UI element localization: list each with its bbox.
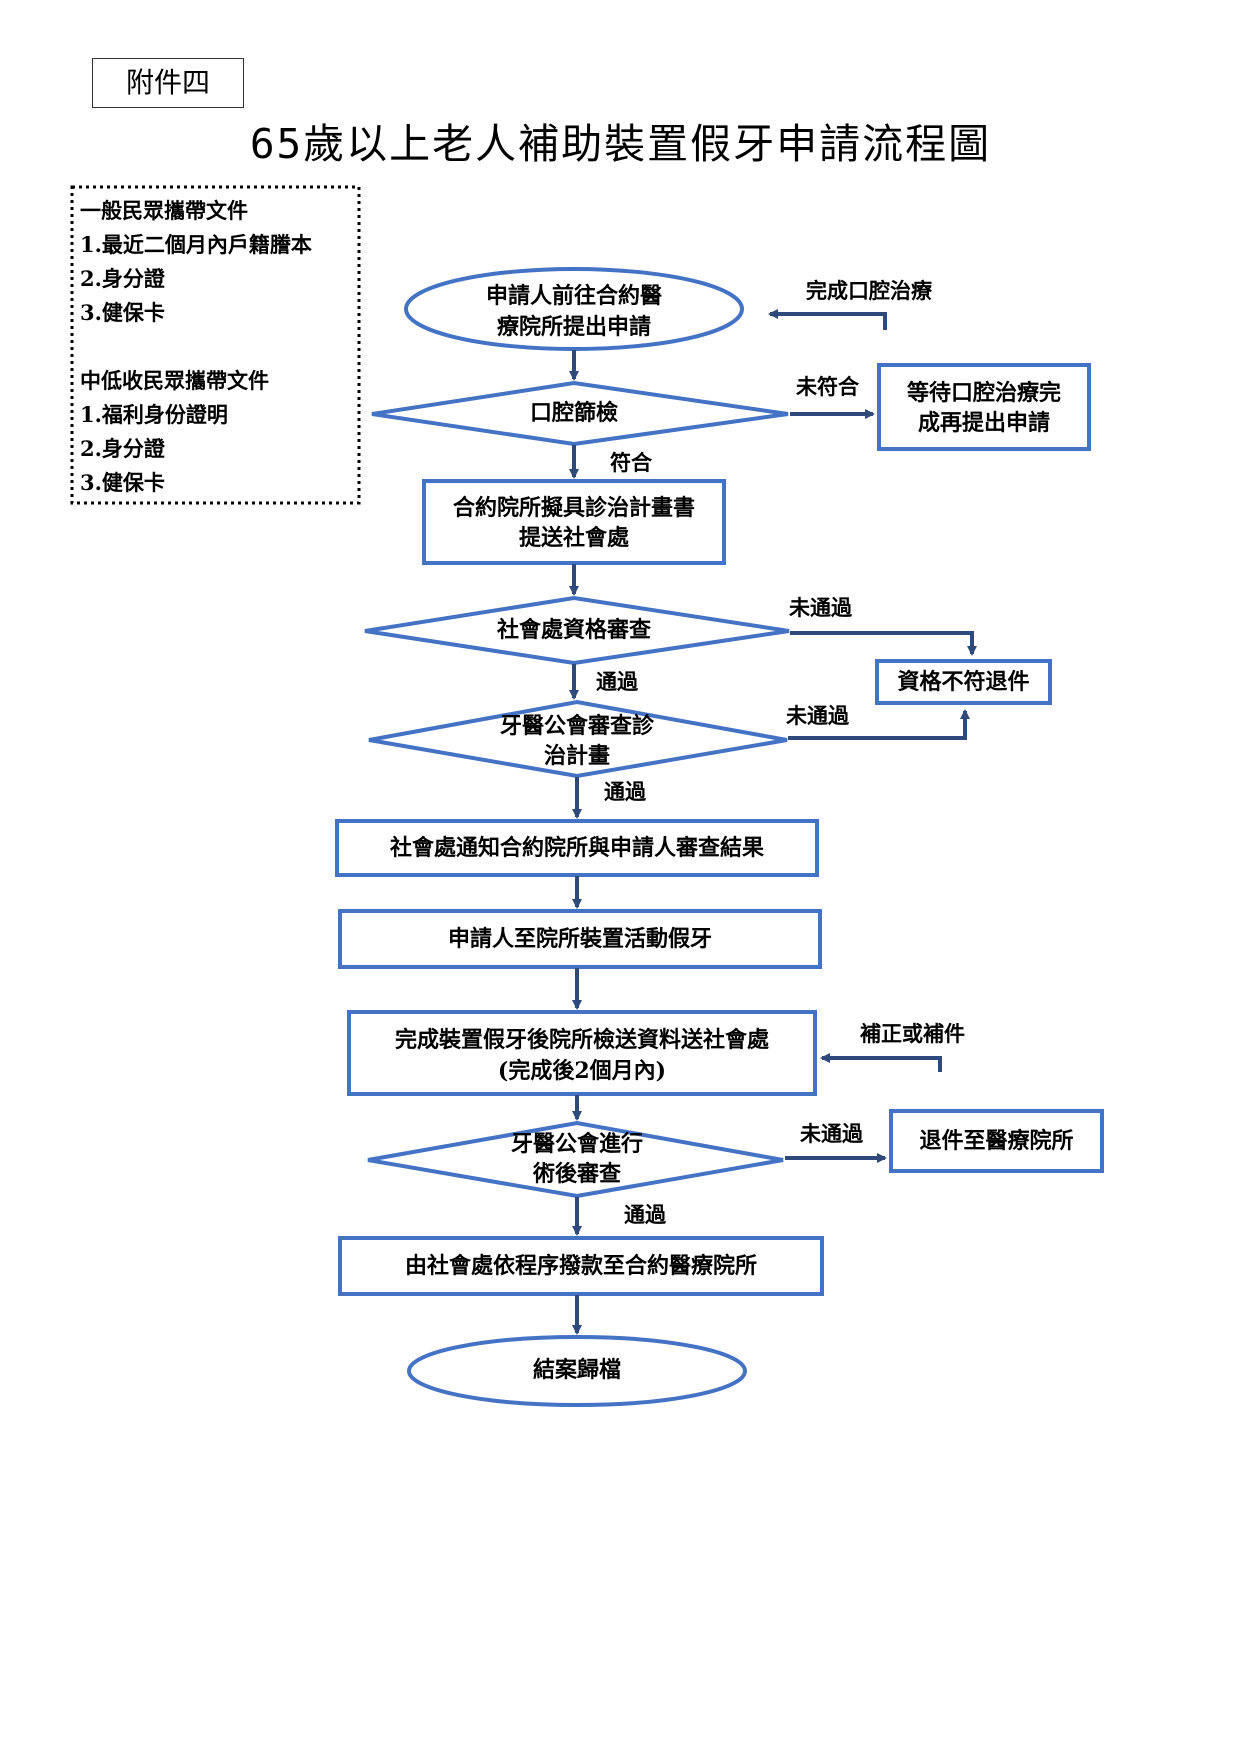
dental-assoc-review-diamond [368,699,788,779]
qualification-fail-label: 未通過 [789,595,852,620]
disburse-box [338,1236,824,1296]
general-doc-item: 3.健保卡 [80,300,165,325]
lowincome-doc-item: 1.福利身份證明 [80,402,228,427]
arrow-assoc-fail [788,709,970,740]
submit-docs-box [347,1010,817,1096]
postreview-pass-label: 通過 [624,1202,666,1227]
lowincome-doc-item: 3.健保卡 [80,470,165,495]
assoc-fail-label: 未通過 [786,703,849,728]
postreview-fail-label: 未通過 [800,1121,863,1146]
page-title: 65歲以上老人補助裝置假牙申請流程圖 [249,120,992,168]
start-node-shape [404,267,744,351]
lowincome-doc-item: 2.身分證 [80,436,165,461]
qualification-review-text: 社會處資格審查 [496,617,651,643]
wait-treatment-line2: 成再提出申請 [917,410,1050,436]
general-doc-item: 1.最近二個月內戶籍謄本 [80,232,312,257]
dental-assoc-review-line2: 治計畫 [543,743,610,769]
start-node-line2: 療院所提出申請 [496,314,651,340]
meet-label: 符合 [610,450,652,475]
disburse-text: 由社會處依程序撥款至合約醫療院所 [404,1253,757,1279]
notify-result-text: 社會處通知合約院所與申請人審查結果 [389,835,764,861]
qualification-pass-label: 通過 [596,669,638,694]
general-doc-item: 2.身分證 [80,266,165,291]
wait-treatment-line1: 等待口腔治療完 [906,380,1061,406]
treatment-plan-line2: 提送社會處 [518,525,629,551]
install-denture-text: 申請人至院所裝置活動假牙 [447,926,712,952]
disqualified-text: 資格不符退件 [897,669,1030,695]
start-node-line1: 申請人前往合約醫 [485,283,662,309]
disqualified-box [875,659,1052,705]
return-clinic-box [889,1109,1104,1173]
assoc-pass-label: 通過 [604,779,646,804]
arrow-qualification-fail [790,631,977,656]
post-review-line1: 牙醫公會進行 [510,1131,643,1157]
qualification-review-diamond [364,595,790,666]
attachment-label: 附件四 [92,58,244,108]
oral-screening-diamond [371,380,789,447]
notify-result-box [335,819,819,877]
wait-treatment-box [877,363,1091,451]
correct-supplement-label: 補正或補件 [860,1021,965,1046]
treatment-plan-box [422,479,726,565]
end-node-text: 結案歸檔 [532,1357,621,1383]
submit-docs-line1: 完成裝置假牙後院所檢送資料送社會處 [394,1027,769,1053]
dental-assoc-review-line1: 牙醫公會審查診 [499,713,654,739]
install-denture-box [338,909,822,969]
lowincome-docs-heading: 中低收民眾攜帶文件 [80,368,269,393]
post-review-line2: 術後審查 [532,1161,621,1187]
oral-screening-text: 口腔篩檢 [529,400,618,426]
arrow-correct-supplement [820,1053,942,1072]
complete-treatment-label: 完成口腔治療 [806,278,932,303]
return-clinic-text: 退件至醫療院所 [919,1128,1074,1154]
general-docs-heading: 一般民眾攜帶文件 [80,198,248,223]
submit-docs-line2: (完成後2個月內) [497,1058,667,1084]
post-review-diamond [367,1120,784,1199]
not-meet-label: 未符合 [796,374,859,399]
arrow-complete-treatment-return [768,309,887,330]
end-node-shape [407,1335,747,1407]
treatment-plan-line1: 合約院所擬具診治計畫書 [452,495,695,521]
